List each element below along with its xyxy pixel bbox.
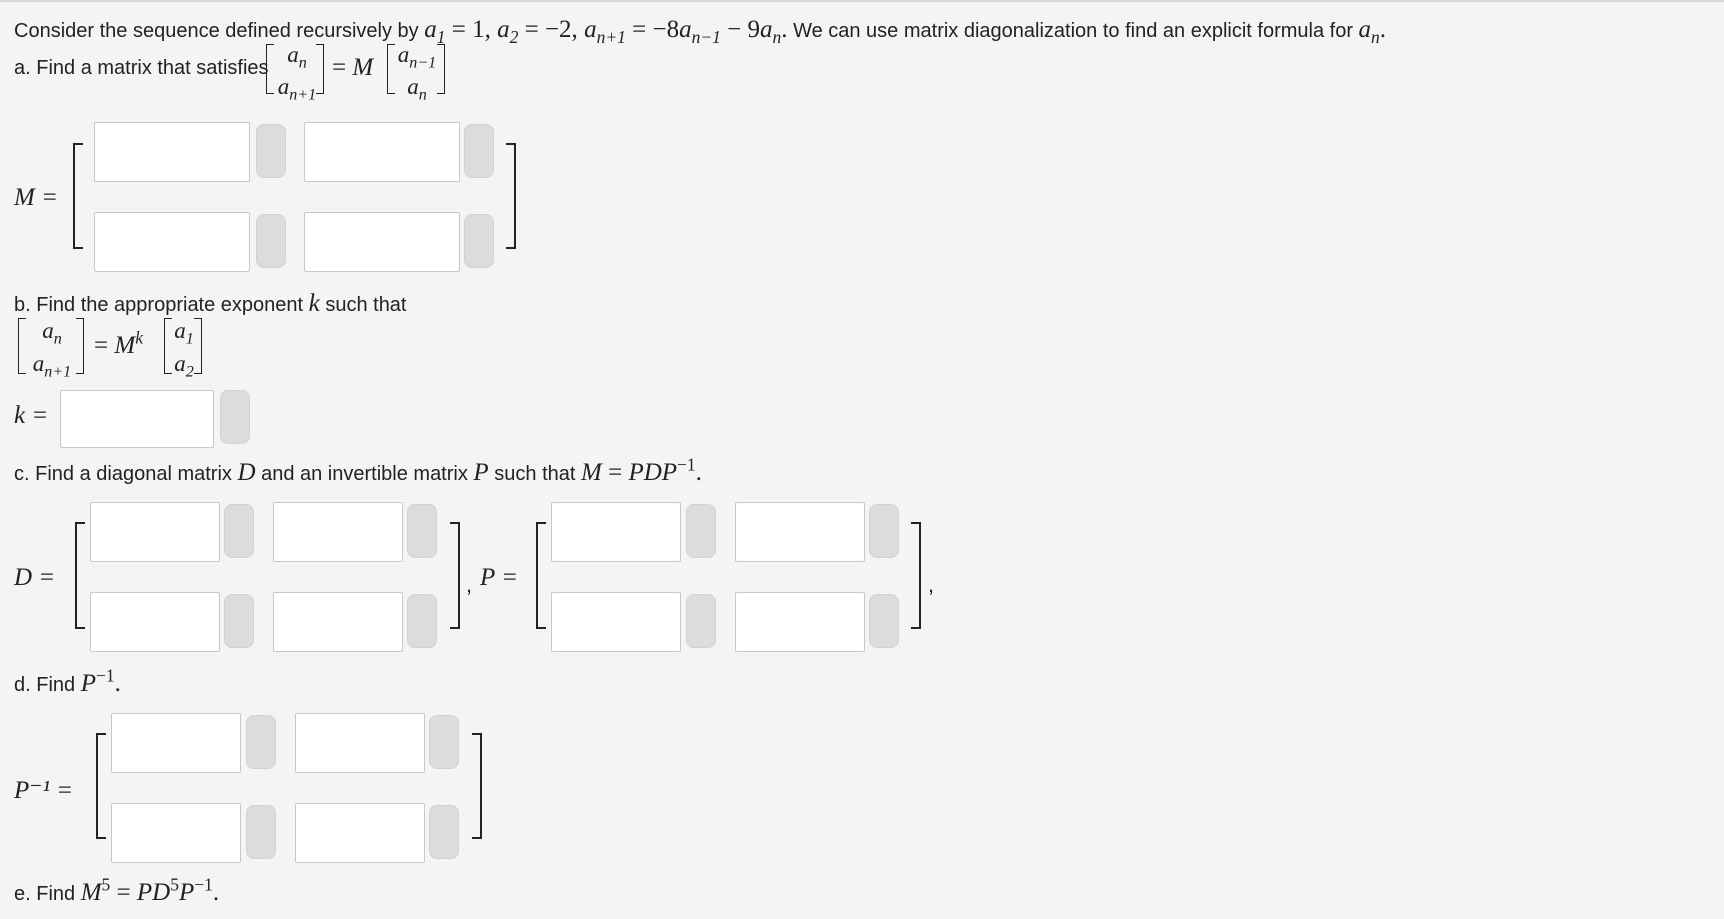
part-d-label: d. Find P−1. <box>14 665 121 698</box>
d-entry-11[interactable] <box>90 502 220 562</box>
p-inverse-entry-12-status <box>429 715 459 769</box>
m-left-bracket <box>73 143 83 249</box>
m-entry-12-status <box>464 124 494 178</box>
m-right-bracket <box>506 143 516 249</box>
d-entry-22-status <box>407 594 437 648</box>
intro-text-1: Consider the sequence defined recursivel… <box>14 20 419 42</box>
m-entry-22-status <box>464 214 494 268</box>
p-inverse-entry-21[interactable] <box>111 803 241 863</box>
p-inverse-entry-11-status <box>246 715 276 769</box>
eq-b-an1: an+1 <box>32 351 72 381</box>
d-left-bracket <box>75 522 85 629</box>
p-left-bracket <box>536 522 546 629</box>
p-right-bracket <box>911 522 921 629</box>
part-b-text-2: such that <box>325 294 407 316</box>
m-eq-pdp-inverse: M = PDP−1. <box>581 454 702 486</box>
p-inverse-right-bracket <box>472 733 482 839</box>
d-entry-21[interactable] <box>90 592 220 652</box>
p-inverse-entry-22-status <box>429 805 459 859</box>
m-entry-21-status <box>256 214 286 268</box>
eq-b-equals-mk: = Mk <box>94 327 143 359</box>
d-entry-12-status <box>407 504 437 558</box>
top-divider <box>0 0 1724 2</box>
eq-b-a1: a1 <box>174 318 194 348</box>
p-entry-21-status <box>686 594 716 648</box>
p-entry-11-status <box>686 504 716 558</box>
eq-a-an-1: an−1 <box>397 42 437 72</box>
intro-text-2: We can use matrix diagonalization to fin… <box>793 20 1353 42</box>
eq-a-right-bracket-open <box>387 44 395 94</box>
p-symbol: P <box>473 459 489 486</box>
p-entry-11[interactable] <box>551 502 681 562</box>
p-entry-22[interactable] <box>735 592 865 652</box>
d-label: D = <box>14 564 56 591</box>
p-inverse-entry-12[interactable] <box>295 713 425 773</box>
p-inverse-symbol: P−1. <box>80 665 121 697</box>
p-inverse-left-bracket <box>96 733 106 839</box>
p-label: P = <box>480 564 518 591</box>
d-symbol: D <box>237 459 256 486</box>
p-entry-12-status <box>869 504 899 558</box>
eq-a-left-bracket-open <box>266 44 274 94</box>
trailing-comma: , <box>928 572 935 597</box>
eq-a-an: an <box>287 42 307 72</box>
m-entry-11-status <box>256 124 286 178</box>
m-entry-11[interactable] <box>94 122 250 182</box>
part-c-text-1: c. Find a diagonal matrix <box>14 463 232 485</box>
p-inverse-entry-22[interactable] <box>295 803 425 863</box>
d-entry-22[interactable] <box>273 592 403 652</box>
d-entry-21-status <box>224 594 254 648</box>
comma-separator: , <box>466 572 473 597</box>
eq-a-equals-m: = M <box>332 54 374 81</box>
part-e-label: e. Find M5 = PD5P−1. <box>14 874 220 907</box>
m-label: M = <box>14 184 58 211</box>
part-c-label: c. Find a diagonal matrix D and an inver… <box>14 454 702 487</box>
eq-a-an1: an+1 <box>277 74 317 104</box>
eq-b-left-bracket-close <box>76 318 84 374</box>
d-entry-11-status <box>224 504 254 558</box>
p-inverse-label: P⁻¹ = <box>14 777 74 804</box>
k-symbol: k <box>308 290 320 317</box>
d-right-bracket <box>450 522 460 629</box>
p-inverse-entry-11[interactable] <box>111 713 241 773</box>
m5-formula: M5 = PD5P−1. <box>80 874 220 906</box>
part-b-text-1: b. Find the appropriate exponent <box>14 294 304 316</box>
p-entry-21[interactable] <box>551 592 681 652</box>
m-entry-12[interactable] <box>304 122 460 182</box>
part-e-text: e. Find <box>14 883 76 905</box>
part-a-label: a. Find a matrix that satisfies <box>14 57 269 79</box>
p-entry-22-status <box>869 594 899 648</box>
eq-b-a2: a2 <box>174 351 194 381</box>
eq-b-right-bracket-open <box>164 318 172 374</box>
part-d-text: d. Find <box>14 674 76 696</box>
d-entry-12[interactable] <box>273 502 403 562</box>
eq-a-right-bracket-close <box>437 44 445 94</box>
m-entry-22[interactable] <box>304 212 460 272</box>
k-input-status <box>220 390 250 444</box>
m-entry-21[interactable] <box>94 212 250 272</box>
part-b-label: b. Find the appropriate exponent k such … <box>14 290 407 318</box>
k-input[interactable] <box>60 390 214 448</box>
recurrence-formula: a1 = 1, a2 = −2, an+1 = −8an−1 − 9an. <box>424 16 788 47</box>
intro-statement: Consider the sequence defined recursivel… <box>14 16 1387 47</box>
p-entry-12[interactable] <box>735 502 865 562</box>
eq-b-left-bracket-open <box>18 318 26 374</box>
eq-a-an-b: an <box>407 74 427 104</box>
part-c-text-2: and an invertible matrix <box>261 463 468 485</box>
eq-b-right-bracket-close <box>194 318 202 374</box>
part-c-text-3: such that <box>494 463 576 485</box>
eq-a-left-bracket-close <box>316 44 324 94</box>
an-symbol: an. <box>1358 16 1387 47</box>
k-label: k = <box>14 402 49 429</box>
p-inverse-entry-21-status <box>246 805 276 859</box>
eq-b-an: an <box>42 318 62 348</box>
